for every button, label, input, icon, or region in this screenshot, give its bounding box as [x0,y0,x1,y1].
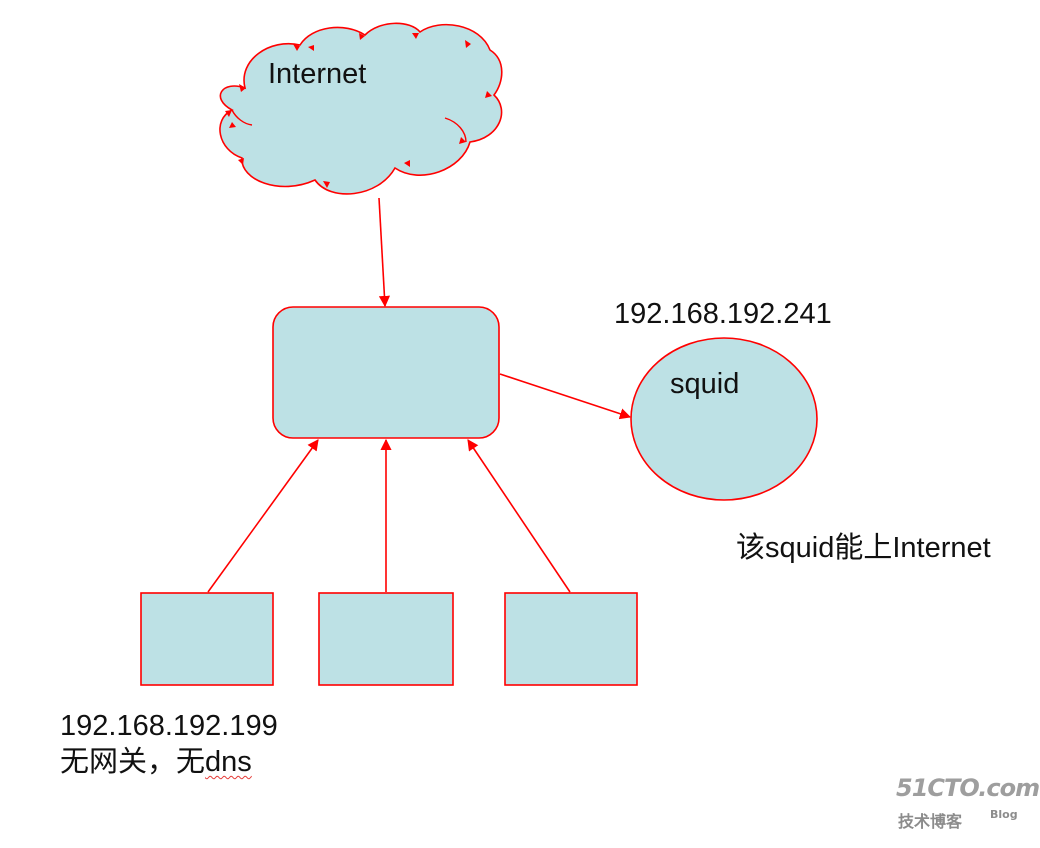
client-note-dns: dns [205,746,252,778]
client-note-prefix: 无网关，无 [60,746,206,778]
router-box [272,306,500,439]
client-box-1 [140,592,274,686]
client-note-text: 无网关，无dns [60,744,278,780]
watermark-logo: 51CTO.com 技术博客 Blog [896,774,1040,834]
client-box-2 [318,592,454,686]
edge-client1-router [207,439,319,593]
squid-note-label: 该squid能上Internet [736,532,991,564]
edge-client3-router [467,439,571,593]
edge-router-squid [499,373,632,420]
watermark-blog: Blog [990,808,1018,821]
watermark-sub: 技术博客 [898,812,963,831]
squid-label: squid [670,368,740,400]
watermark-main: 51CTO.com [896,774,1040,802]
client-box-3 [504,592,638,686]
squid-ellipse [630,337,818,501]
cloud-arrowheads [225,33,492,188]
edge-cloud-router [378,197,391,308]
client-info-label: 192.168.192.199 无网关，无dns [60,708,278,780]
squid-ip-label: 192.168.192.241 [614,298,832,330]
client-ip-text: 192.168.192.199 [60,710,278,742]
internet-label: Internet [268,58,367,90]
internet-cloud [219,22,503,195]
